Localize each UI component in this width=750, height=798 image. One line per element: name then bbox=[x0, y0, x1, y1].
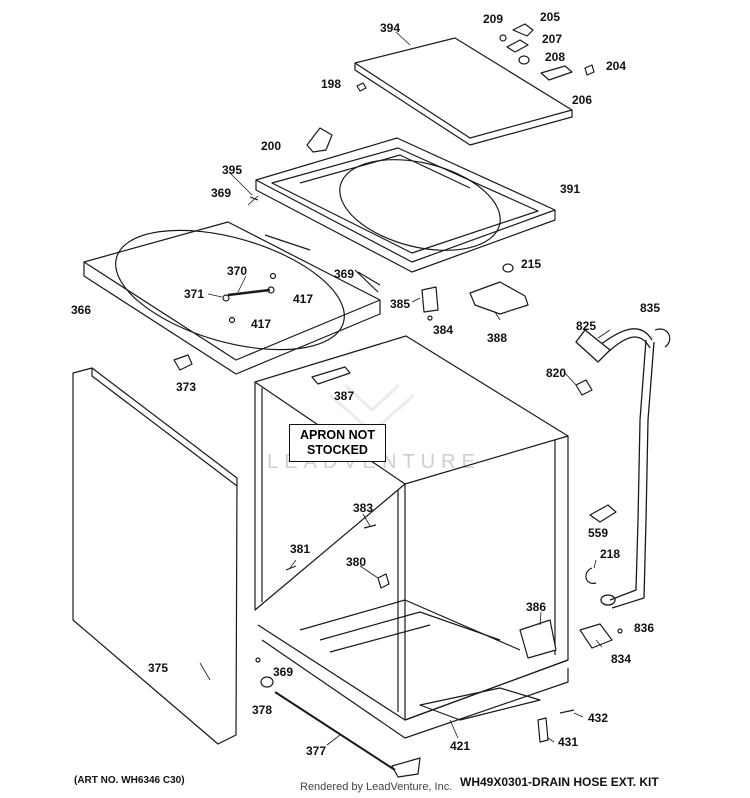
label-417-b: 417 bbox=[251, 317, 272, 331]
label-198: 198 bbox=[321, 77, 342, 91]
label-386: 386 bbox=[526, 600, 547, 614]
label-369-a: 369 bbox=[211, 186, 232, 200]
part-drain-hose bbox=[576, 329, 654, 608]
apron-note-box: APRON NOT STOCKED bbox=[289, 424, 386, 462]
part-559 bbox=[590, 505, 616, 522]
drain-hose-kit-note: WH49X0301-DRAIN HOSE EXT. KIT bbox=[460, 775, 659, 789]
label-380: 380 bbox=[346, 555, 367, 569]
label-432: 432 bbox=[588, 711, 609, 725]
label-388: 388 bbox=[487, 331, 508, 345]
part-834 bbox=[580, 624, 612, 648]
label-417-a: 417 bbox=[293, 292, 314, 306]
label-369-b: 369 bbox=[334, 267, 355, 281]
label-383: 383 bbox=[353, 501, 374, 515]
apron-note-line1: APRON NOT bbox=[300, 428, 375, 442]
part-370 bbox=[228, 290, 270, 295]
label-208: 208 bbox=[545, 50, 566, 64]
label-218: 218 bbox=[600, 547, 621, 561]
label-206: 206 bbox=[572, 93, 593, 107]
label-384: 384 bbox=[433, 323, 454, 337]
label-369-c: 369 bbox=[273, 665, 294, 679]
rendered-by-credit: Rendered by LeadVenture, Inc. bbox=[300, 781, 453, 793]
part-432 bbox=[560, 710, 574, 713]
part-820 bbox=[576, 380, 592, 395]
label-209: 209 bbox=[483, 12, 504, 26]
label-387: 387 bbox=[334, 389, 355, 403]
part-421 bbox=[420, 688, 540, 720]
label-207: 207 bbox=[542, 32, 563, 46]
label-834: 834 bbox=[611, 652, 632, 666]
label-835: 835 bbox=[640, 301, 661, 315]
label-377: 377 bbox=[306, 744, 327, 758]
label-215: 215 bbox=[521, 257, 542, 271]
part-198 bbox=[357, 83, 366, 91]
part-378 bbox=[261, 677, 273, 687]
label-421: 421 bbox=[450, 739, 471, 753]
label-381: 381 bbox=[290, 542, 311, 556]
part-383 bbox=[364, 525, 376, 528]
label-559: 559 bbox=[588, 526, 609, 540]
label-375: 375 bbox=[148, 661, 169, 675]
part-385 bbox=[422, 287, 438, 312]
part-hinge-group bbox=[500, 24, 594, 80]
label-394: 394 bbox=[380, 21, 401, 35]
part-218 bbox=[586, 568, 596, 583]
label-366: 366 bbox=[71, 303, 92, 317]
part-373 bbox=[174, 355, 192, 370]
part-215 bbox=[503, 264, 513, 272]
part-side-panel bbox=[73, 368, 237, 744]
part-frame bbox=[84, 207, 380, 374]
label-370: 370 bbox=[227, 264, 248, 278]
label-204: 204 bbox=[606, 59, 627, 73]
leader-lines bbox=[200, 32, 610, 745]
label-373: 373 bbox=[176, 380, 197, 394]
part-835 bbox=[655, 329, 670, 347]
part-388 bbox=[470, 282, 528, 314]
part-380 bbox=[378, 574, 389, 588]
label-820: 820 bbox=[546, 366, 567, 380]
label-200: 200 bbox=[261, 139, 282, 153]
label-395: 395 bbox=[222, 163, 243, 177]
label-385: 385 bbox=[390, 297, 411, 311]
part-431 bbox=[538, 718, 548, 742]
part-200 bbox=[307, 128, 332, 152]
part-395 bbox=[250, 197, 258, 200]
part-top-cover bbox=[256, 138, 555, 272]
part-386 bbox=[520, 620, 556, 658]
label-378: 378 bbox=[252, 703, 273, 717]
apron-note-line2: STOCKED bbox=[307, 443, 368, 457]
label-836: 836 bbox=[634, 621, 655, 635]
label-431: 431 bbox=[558, 735, 579, 749]
part-381 bbox=[286, 566, 296, 570]
part-387 bbox=[312, 367, 350, 384]
label-371: 371 bbox=[184, 287, 205, 301]
part-377 bbox=[275, 692, 395, 770]
part-lid bbox=[355, 38, 572, 145]
label-391: 391 bbox=[560, 182, 581, 196]
art-number: (ART NO. WH6346 C30) bbox=[74, 775, 185, 786]
part-369-screw bbox=[358, 272, 380, 285]
label-205: 205 bbox=[540, 10, 561, 24]
label-825: 825 bbox=[576, 319, 597, 333]
